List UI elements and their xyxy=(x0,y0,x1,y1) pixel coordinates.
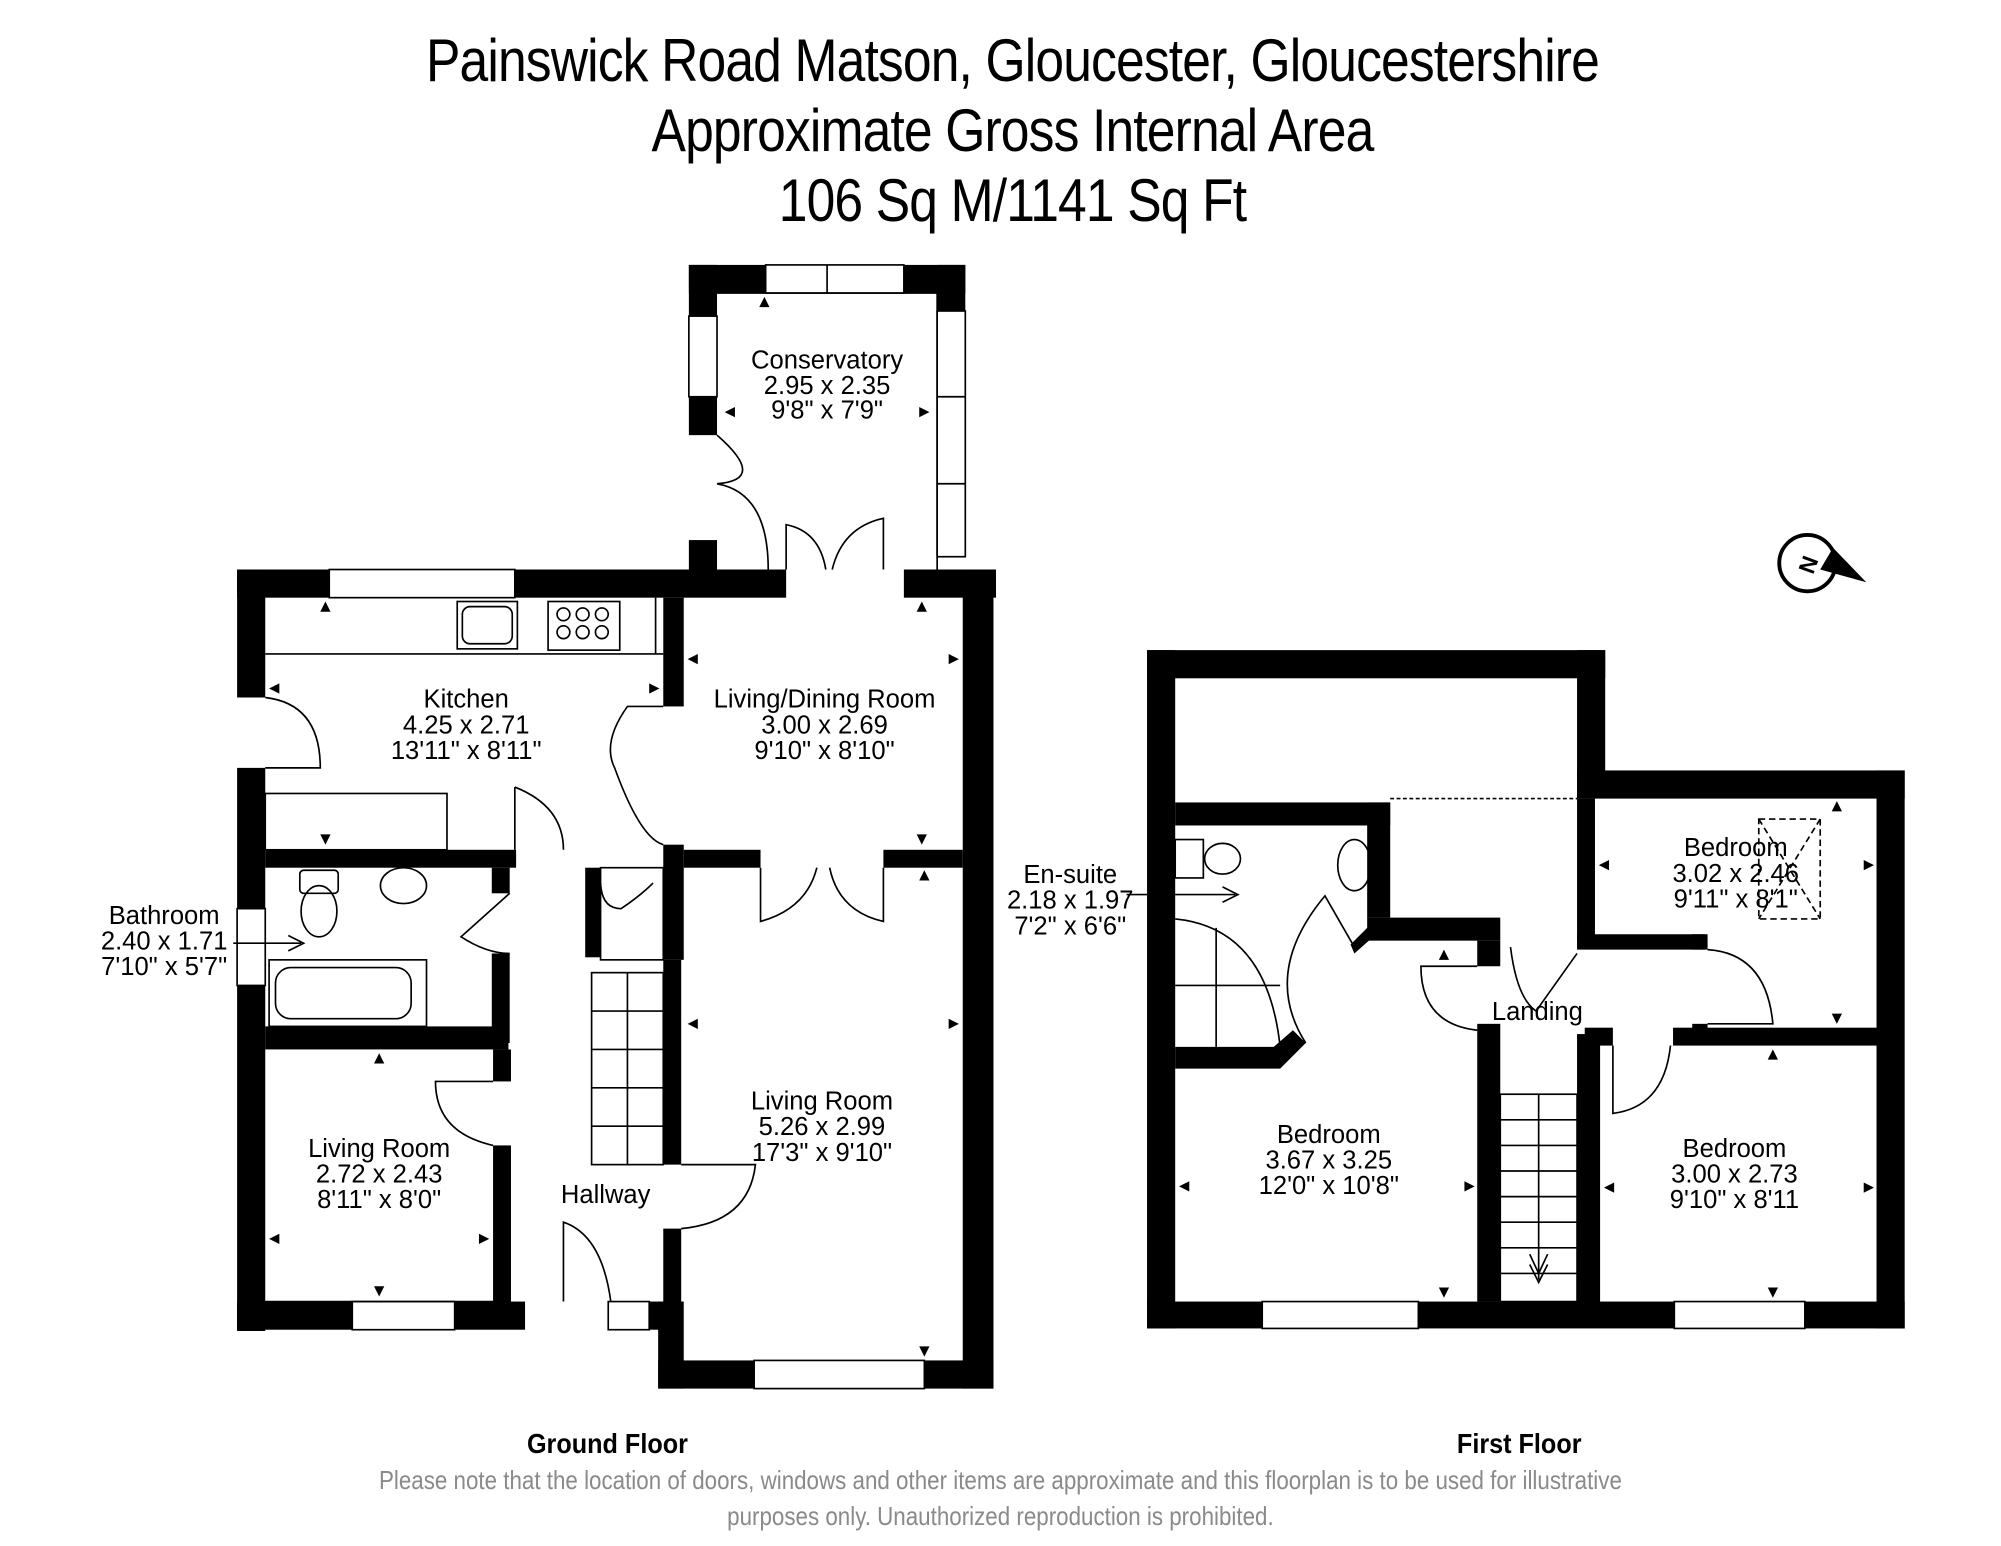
room-name: Bathroom xyxy=(109,902,220,930)
room-name: Living/Dining Room xyxy=(714,686,936,714)
ground-floor-lines xyxy=(233,264,967,1390)
svg-text:17'3" x 9'10": 17'3" x 9'10" xyxy=(752,1139,892,1167)
ground-floor-plan xyxy=(237,264,997,1389)
room-name: Landing xyxy=(1492,998,1583,1026)
first-floor-dimension-markers xyxy=(1179,801,1874,1298)
wall xyxy=(688,264,766,294)
svg-text:8'11" x 8'0": 8'11" x 8'0" xyxy=(317,1186,441,1214)
room-name: Bedroom xyxy=(1683,1135,1787,1163)
svg-text:N: N xyxy=(1793,552,1823,577)
svg-text:9'10" x 8'10": 9'10" x 8'10" xyxy=(754,737,894,765)
svg-text:2.40 x 1.71: 2.40 x 1.71 xyxy=(101,928,228,956)
room-name: Hallway xyxy=(561,1181,651,1209)
first-floor-lines xyxy=(1126,797,1822,1330)
room-name: Conservatory xyxy=(751,347,903,375)
svg-text:2.18 x 1.97: 2.18 x 1.97 xyxy=(1007,887,1134,915)
disclaimer-line-1: Please note that the location of doors, … xyxy=(378,1465,1622,1495)
svg-text:7'10" x 5'7": 7'10" x 5'7" xyxy=(101,953,227,981)
room-name: Living Room xyxy=(751,1088,893,1116)
room-name: Bedroom xyxy=(1277,1121,1381,1149)
svg-text:13'11" x 8'11": 13'11" x 8'11" xyxy=(391,737,542,765)
north-arrow-icon: N xyxy=(1777,533,1867,594)
svg-text:2.95 x 2.35: 2.95 x 2.35 xyxy=(764,372,891,400)
svg-text:4.25 x 2.71: 4.25 x 2.71 xyxy=(403,711,530,739)
ground-floor-label: Ground Floor xyxy=(526,1428,688,1459)
room-name: En-suite xyxy=(1023,861,1117,889)
svg-text:2.72 x 2.43: 2.72 x 2.43 xyxy=(316,1161,443,1189)
room-name: Bedroom xyxy=(1684,834,1788,862)
first-floor-label: First Floor xyxy=(1456,1428,1582,1459)
svg-text:9'11" x 8'1": 9'11" x 8'1" xyxy=(1674,885,1798,913)
svg-text:3.67 x 3.25: 3.67 x 3.25 xyxy=(1265,1146,1392,1174)
disclaimer-line-2: purposes only. Unauthorized reproduction… xyxy=(727,1501,1274,1531)
address-title: Painswick Road Matson, Gloucester, Glouc… xyxy=(425,27,1600,94)
first-floor-plan xyxy=(1147,650,1905,1329)
svg-text:3.02 x 2.46: 3.02 x 2.46 xyxy=(1672,860,1799,888)
room-name: Living Room xyxy=(308,1135,450,1163)
svg-text:5.26 x 2.99: 5.26 x 2.99 xyxy=(759,1113,886,1141)
svg-text:7'2" x 6'6": 7'2" x 6'6" xyxy=(1014,912,1126,940)
svg-text:9'10" x 8'11: 9'10" x 8'11 xyxy=(1670,1186,1799,1214)
area-value: 106 Sq M/1141 Sq Ft xyxy=(778,167,1247,234)
room-name: Kitchen xyxy=(424,686,509,714)
svg-text:3.00 x 2.69: 3.00 x 2.69 xyxy=(761,711,888,739)
area-label: Approximate Gross Internal Area xyxy=(651,97,1375,164)
svg-text:9'8" x 7'9": 9'8" x 7'9" xyxy=(771,396,883,424)
room-labels: Conservatory 2.95 x 2.35 9'8" x 7'9" Kit… xyxy=(101,347,1799,1215)
dimension-markers xyxy=(269,296,959,1357)
svg-text:3.00 x 2.73: 3.00 x 2.73 xyxy=(1671,1161,1798,1189)
svg-text:12'0" x 10'8": 12'0" x 10'8" xyxy=(1259,1172,1399,1200)
